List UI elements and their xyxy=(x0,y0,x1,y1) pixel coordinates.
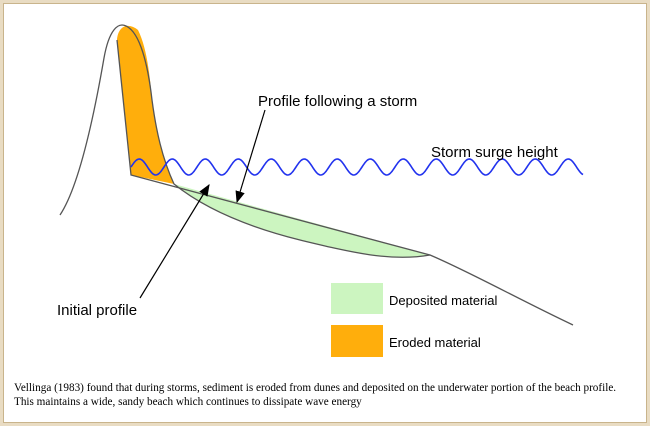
diagram-frame xyxy=(3,3,647,423)
eroded-legend-swatch xyxy=(331,325,383,357)
initial-profile-label: Initial profile xyxy=(57,302,138,319)
storm-profile-line xyxy=(116,39,431,256)
eroded-legend-label: Eroded material xyxy=(389,335,481,350)
initial-profile-arrow xyxy=(139,183,210,299)
storm-surge-wave xyxy=(130,158,584,176)
caption: Vellinga (1983) found that during storms… xyxy=(14,382,617,408)
storm-profile-label: Profile following a storm xyxy=(258,93,418,110)
deposited-legend-label: Deposited material xyxy=(389,293,498,308)
storm-surge-label: Storm surge height xyxy=(431,144,558,161)
deposited-legend-swatch xyxy=(331,283,383,314)
storm-profile-arrow xyxy=(235,109,266,204)
